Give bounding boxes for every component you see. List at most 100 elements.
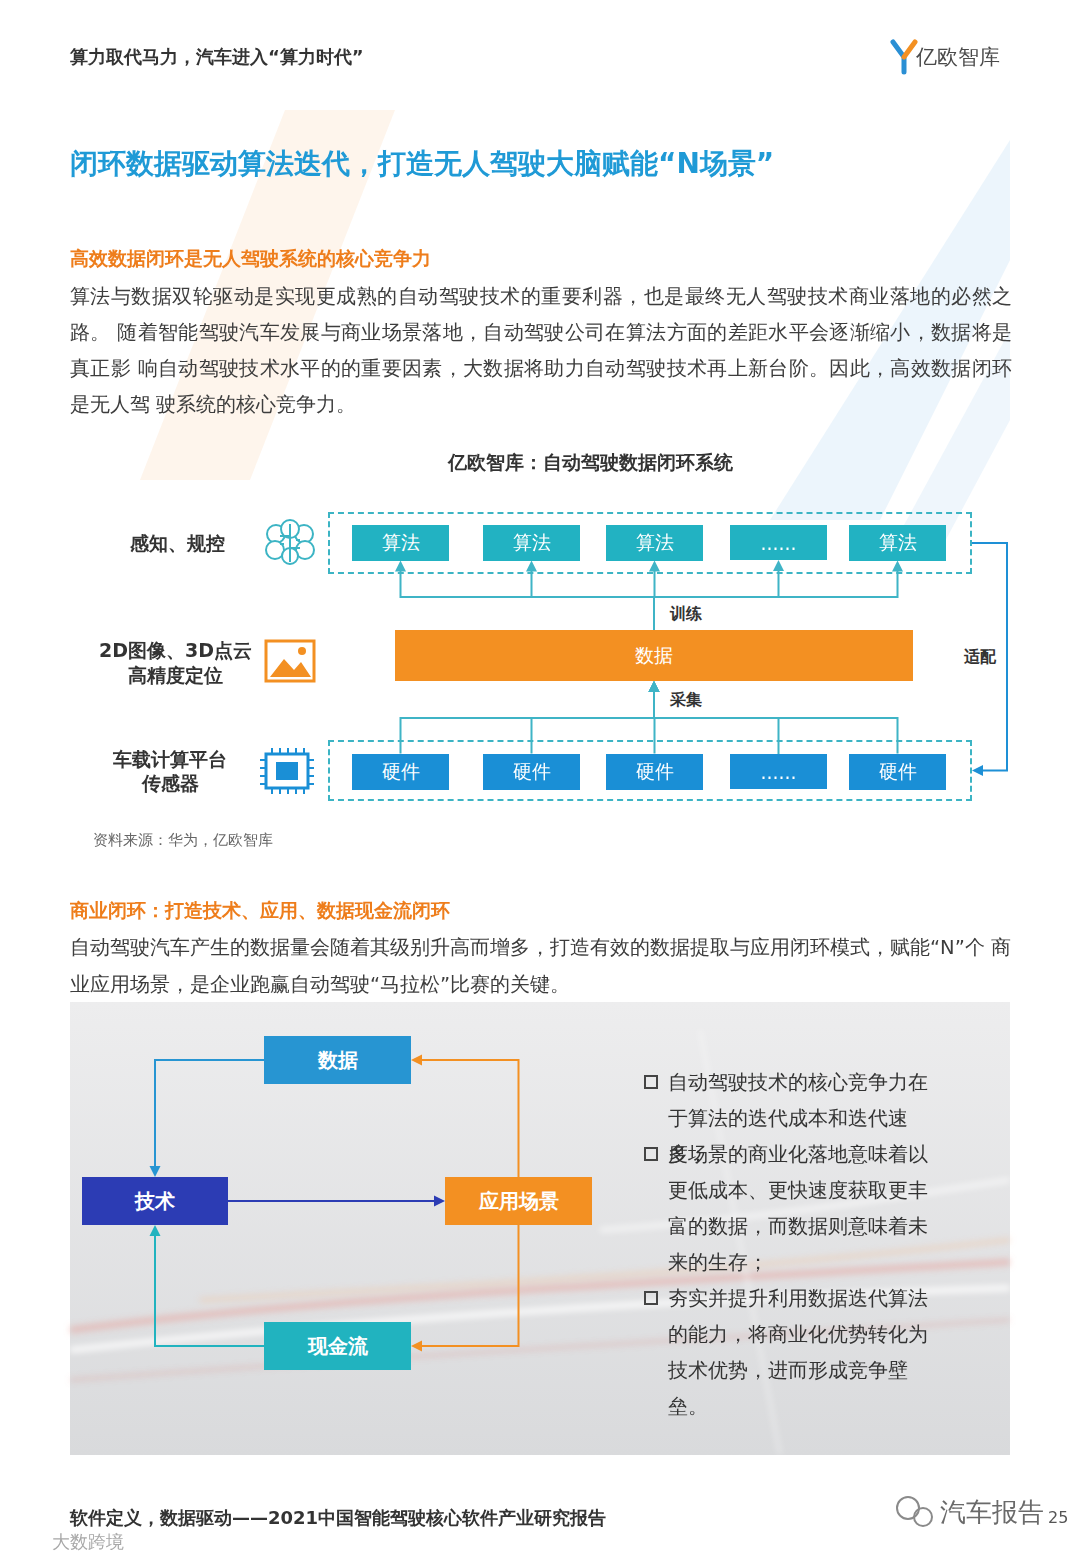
node-label: 算法 (636, 530, 674, 556)
chip-body (266, 754, 308, 788)
edge-label: 训练 (668, 604, 704, 624)
light-trails (70, 1030, 1010, 1455)
connector (411, 1055, 519, 1178)
chip-core (276, 762, 298, 780)
photo-panel (70, 1002, 1010, 1455)
arrow-head (649, 561, 660, 572)
wechat-bubble (914, 1508, 932, 1526)
brain-icon (266, 520, 314, 564)
node-label: 硬件 (636, 759, 674, 785)
arrow-head (150, 1166, 161, 1177)
process-box: 硬件 (849, 754, 946, 790)
connector (654, 561, 903, 631)
node-label: 算法 (513, 530, 551, 556)
bullet-square (645, 1148, 657, 1160)
process-box: 算法 (352, 525, 449, 561)
connector (401, 681, 660, 754)
node-label: 算法 (879, 530, 917, 556)
node-label: 现金流 (308, 1333, 368, 1360)
process-box: 算法 (606, 525, 703, 561)
watermark: 汽车报告 (940, 1495, 1044, 1529)
node-label: 硬件 (879, 759, 917, 785)
figure-title: 亿欧智库：自动驾驶数据闭环系统 (390, 450, 790, 475)
node-label: ...... (760, 761, 796, 783)
connector-line (420, 1060, 519, 1177)
connector (649, 681, 898, 754)
group-heading: 车载计算平台 传感器 (95, 747, 245, 795)
connector (150, 1225, 265, 1346)
process-box: 算法 (849, 525, 946, 561)
arrow-head (395, 561, 406, 572)
connector-line (654, 569, 779, 630)
arrow-head (773, 560, 784, 571)
process-box: 硬件 (483, 754, 580, 790)
connector-line (401, 690, 655, 754)
arrow-head (649, 681, 660, 692)
connector (532, 681, 660, 754)
brain-line (280, 524, 300, 562)
image-frame (266, 641, 314, 681)
connector (526, 561, 654, 631)
arrow-head (649, 681, 660, 692)
arrow-head (434, 1196, 445, 1207)
process-box: 数据 (264, 1036, 411, 1084)
page-footer: 软件定义，数据驱动——2021中国智能驾驶核心软件产业研究报告 (70, 1506, 790, 1529)
arrow-head (649, 681, 660, 692)
process-box: 硬件 (352, 754, 449, 790)
process-box: 技术 (82, 1177, 228, 1225)
arrow-head (526, 561, 537, 572)
connector (654, 560, 784, 630)
edge-label: 适配 (962, 647, 998, 667)
section-heading: 商业闭环：打造技术、应用、数据现金流闭环 (70, 898, 790, 923)
connector-line (401, 570, 655, 631)
connector-line (654, 690, 779, 754)
logo-mark (904, 42, 915, 57)
arrow-head (411, 1055, 422, 1066)
node-label: 硬件 (382, 759, 420, 785)
logo-text: 亿欧智库 (916, 44, 1036, 71)
connector-line (654, 690, 898, 754)
chip-icon (260, 748, 314, 794)
node-label: 技术 (135, 1188, 175, 1215)
arrow-head (150, 1225, 161, 1236)
process-box: ...... (730, 525, 827, 560)
process-box: ...... (730, 754, 827, 789)
process-box: 应用场景 (445, 1177, 592, 1225)
connector-line (228, 1200, 436, 1202)
edge-label: 采集 (668, 690, 704, 710)
connector-line (654, 570, 898, 631)
bullet-text: 多场景的商业化落地意味着以 更低成本、更快速度获取更丰 富的数据，而数据则意味着… (668, 1136, 932, 1280)
arrow-head (411, 1341, 422, 1352)
process-box: 硬件 (606, 754, 703, 790)
group-heading: 感知、规控 (92, 530, 262, 556)
group-frame: 车载计算平台 传感器硬件硬件硬件......硬件 (328, 740, 972, 801)
connector (411, 1225, 519, 1352)
connector-line (532, 570, 655, 631)
connector-line (155, 1060, 264, 1168)
image-mountain (270, 659, 311, 677)
arrow-head (972, 765, 983, 776)
node-label: 数据 (318, 1047, 358, 1074)
connector (395, 561, 654, 631)
connector (150, 1060, 265, 1177)
chip-pins (260, 748, 314, 794)
wechat-bubble (897, 1497, 919, 1519)
body-paragraph: 算法与数据双轮驱动是实现更成熟的自动驾驶技术的重要利器，也是最终无人驾驶技术商业… (70, 279, 1012, 423)
node-label: 硬件 (513, 759, 551, 785)
connector-line (532, 690, 655, 754)
arrow-head (649, 681, 660, 692)
layer-label: 2D图像、3D点云 高精度定位 (88, 638, 263, 688)
node-label: 数据 (635, 643, 673, 669)
image-sun (298, 647, 306, 655)
connector-line (155, 1234, 264, 1346)
image-icon (266, 641, 314, 681)
arrow-head (649, 681, 660, 692)
bullet-square (645, 1076, 657, 1088)
process-box: 现金流 (264, 1322, 411, 1370)
body-paragraph: 自动驾驶汽车产生的数据量会随着其级别升高而增多，打造有效的数据提取与应用闭环模式… (70, 929, 1012, 1003)
node-label: ...... (760, 532, 796, 554)
source-caption: 资料来源：华为，亿欧智库 (93, 830, 413, 850)
page-header: 算力取代马力，汽车进入“算力时代” (70, 45, 610, 68)
arrow-head (892, 561, 903, 572)
